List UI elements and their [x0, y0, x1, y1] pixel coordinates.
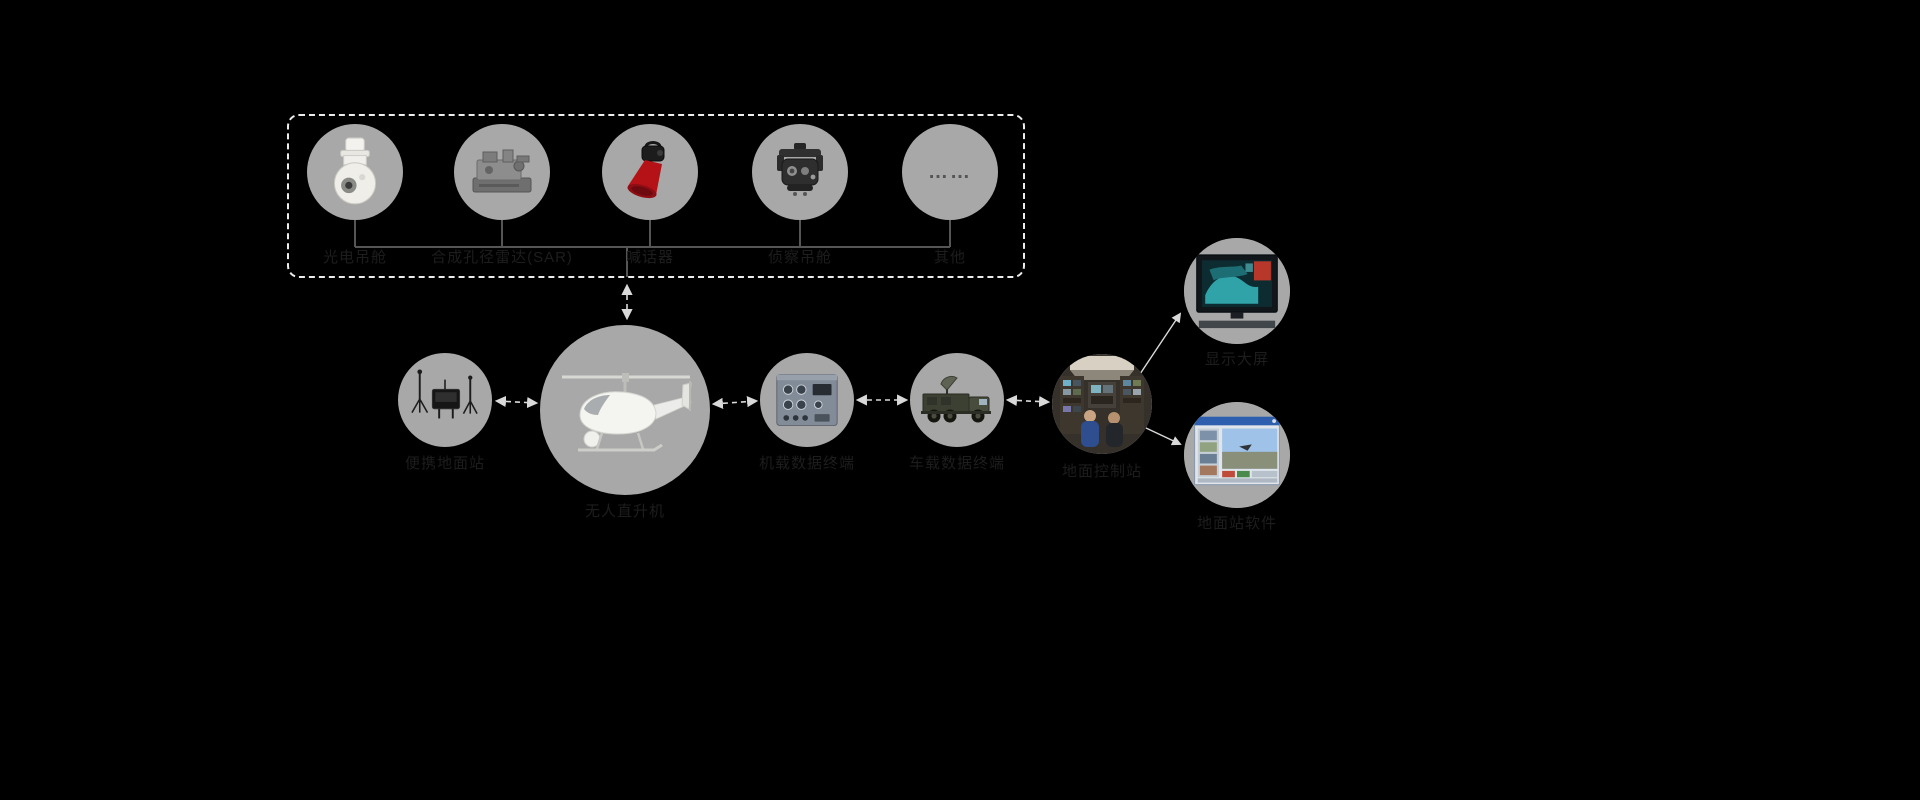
label-gcs-software: 地面站软件	[1196, 515, 1277, 532]
more-payloads-icon: ……	[928, 160, 972, 183]
node-gcs-software	[1184, 402, 1290, 508]
label-vehicle-terminal: 车载数据终端	[908, 455, 1005, 472]
label-display-screen: 显示大屏	[1204, 351, 1269, 368]
label-unmanned-helicopter: 无人直升机	[584, 503, 665, 520]
payload-group-box	[287, 114, 1025, 278]
label-portable-ground-station: 便携地面站	[404, 455, 485, 472]
payload-label-eo-pod: 光电吊舱	[322, 249, 387, 266]
node-control-cabin	[1052, 354, 1152, 454]
label-control-cabin: 地面控制站	[1061, 463, 1142, 480]
gcs-software-icon	[1184, 402, 1290, 508]
payload-label-recon: 侦察吊舱	[767, 249, 832, 266]
eo-pod-icon	[333, 137, 377, 205]
arrow-station-helicopter	[494, 395, 539, 409]
recon-gimbal-icon	[777, 143, 823, 196]
display-screen-icon	[1184, 238, 1290, 344]
arrow-vehicle-terminal-cabin	[1005, 394, 1051, 408]
label-airborne-terminal: 机载数据终端	[758, 455, 855, 472]
loudspeaker-icon	[627, 141, 665, 199]
payload-loudspeaker	[602, 124, 698, 220]
payload-eo-pod	[307, 124, 403, 220]
payload-sar-radar	[454, 124, 550, 220]
arrow-cabin-software	[1145, 427, 1182, 446]
vehicle-terminal-icon	[921, 376, 991, 423]
payload-recon-gimbal	[752, 124, 848, 220]
node-airborne-terminal	[760, 353, 854, 447]
payload-label-sar: 合成孔径雷达(SAR)	[431, 249, 573, 266]
node-vehicle-terminal	[910, 353, 1004, 447]
airborne-terminal-icon	[776, 374, 838, 426]
portable-ground-station-icon	[411, 369, 478, 419]
control-cabin-icon	[1052, 354, 1152, 454]
payload-label-more: 其他	[933, 249, 966, 266]
node-portable-ground-station	[398, 353, 492, 447]
arrow-helicopter-airborne-terminal	[711, 396, 759, 409]
node-unmanned-helicopter	[540, 325, 710, 495]
sar-radar-icon	[472, 149, 532, 193]
unmanned-helicopter-icon	[562, 373, 692, 452]
payload-more: ……	[902, 124, 998, 220]
node-display-screen	[1184, 238, 1290, 344]
payload-label-loudspeaker: 喊话器	[625, 249, 674, 266]
